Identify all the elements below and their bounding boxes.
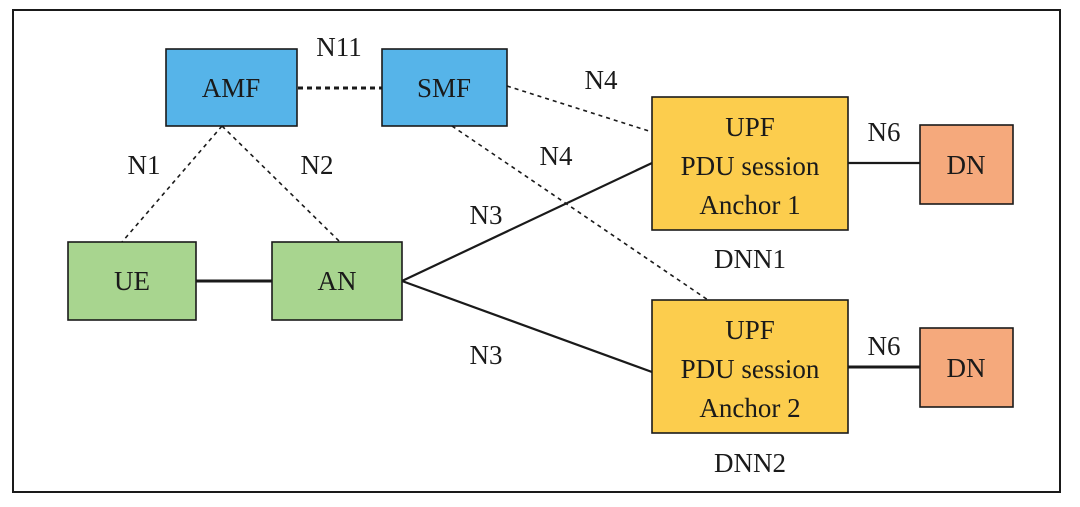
upf2-node: UPF PDU session Anchor 2 [651,299,849,434]
dn1-node: DN [919,124,1014,205]
n2-label: N2 [301,150,334,180]
n6-label-dn1: N6 [868,117,901,147]
n3-link-upf1 [401,162,653,282]
dn2-box [919,327,1014,408]
upf1-node: UPF PDU session Anchor 1 [651,96,849,231]
n1-link [121,125,223,243]
an-box [271,241,403,321]
smf-node: SMF [381,48,508,127]
n2-link [221,125,341,243]
n6-label-dn2: N6 [868,331,901,361]
upf2-line-1: UPF [725,315,775,345]
upf1-line-1: UPF [725,112,775,142]
upf2-line-3: Anchor 2 [699,393,800,423]
dn2-label: DN [947,353,986,383]
n11-label: N11 [316,32,362,62]
smf-box [381,48,508,127]
upf1-line-2: PDU session [681,151,820,181]
n3-label-upf1: N3 [470,200,503,230]
ue-label: UE [114,266,150,296]
n4-link-upf1 [506,85,653,133]
upf1-box [651,96,849,231]
n4-link-upf2 [451,125,709,301]
n3-link-upf2 [401,279,653,374]
dn2-node: DN [919,327,1014,408]
ue-node: UE [67,241,197,321]
an-node: AN [271,241,403,321]
upf1-line-3: Anchor 1 [699,190,800,220]
amf-node: AMF [165,48,298,127]
upf2-box [651,299,849,434]
smf-label: SMF [417,73,471,103]
dn1-box [919,124,1014,205]
ue-box [67,241,197,321]
amf-box [165,48,298,127]
dnn1-label: DNN1 [714,244,786,274]
dn1-label: DN [947,150,986,180]
n4-label-upf2: N4 [540,141,573,171]
n4-label-upf1: N4 [585,65,618,95]
upf2-line-2: PDU session [681,354,820,384]
n3-label-upf2: N3 [470,340,503,370]
n1-label: N1 [128,150,161,180]
dnn2-label: DNN2 [714,448,786,478]
amf-label: AMF [202,73,261,103]
an-label: AN [318,266,357,296]
